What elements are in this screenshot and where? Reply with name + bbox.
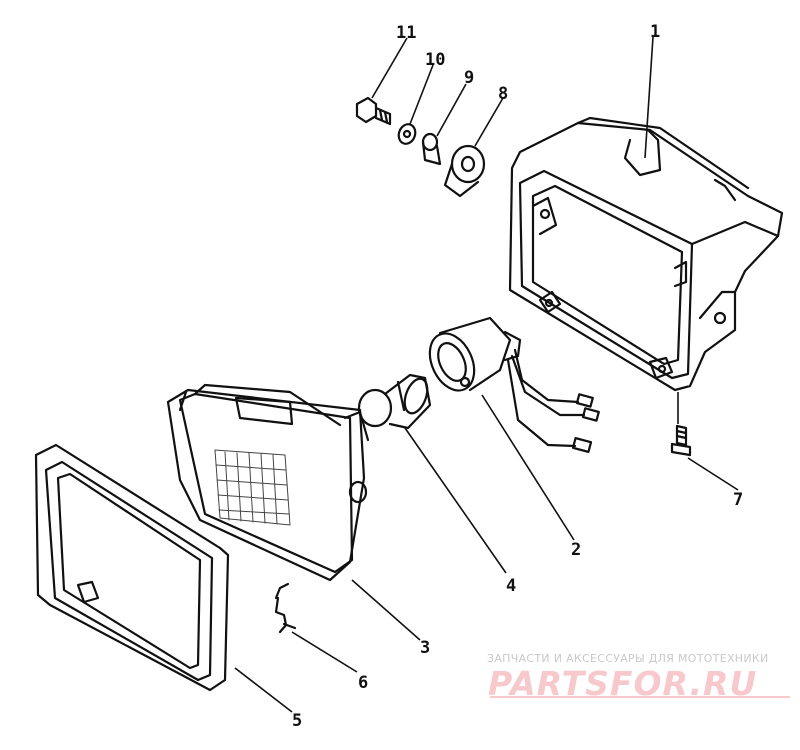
headlight-bulb: [357, 373, 432, 430]
part-label-9: 9: [464, 68, 475, 88]
part-label-5: 5: [292, 711, 303, 731]
screw-7: [670, 424, 692, 457]
watermark-brand: PARTSFOR.RU: [488, 664, 758, 703]
headlight-rim: [34, 443, 230, 692]
part-label-4: 4: [506, 576, 517, 596]
headlight-lens-unit: [166, 383, 370, 582]
watermark-tagline: ЗАПЧАСТИ И АКСЕССУАРЫ ДЛЯ МОТОТЕХНИКИ: [487, 652, 769, 665]
bolt-11: [355, 96, 392, 126]
part-label-10: 10: [425, 50, 446, 70]
part-label-6: 6: [358, 673, 369, 693]
part-label-1: 1: [650, 22, 661, 42]
part-label-8: 8: [498, 84, 509, 104]
part-label-11: 11: [396, 23, 417, 43]
part-label-2: 2: [571, 540, 582, 560]
leader-lines: [234, 36, 739, 713]
collar-9: [421, 132, 442, 166]
washer-10: [397, 123, 417, 145]
bulb-socket: [428, 316, 600, 454]
part-label-7: 7: [733, 490, 744, 510]
headlight-housing: [508, 116, 784, 392]
grommet-8: [443, 144, 486, 198]
spring-clip: [274, 582, 297, 634]
part-label-3: 3: [420, 638, 431, 658]
